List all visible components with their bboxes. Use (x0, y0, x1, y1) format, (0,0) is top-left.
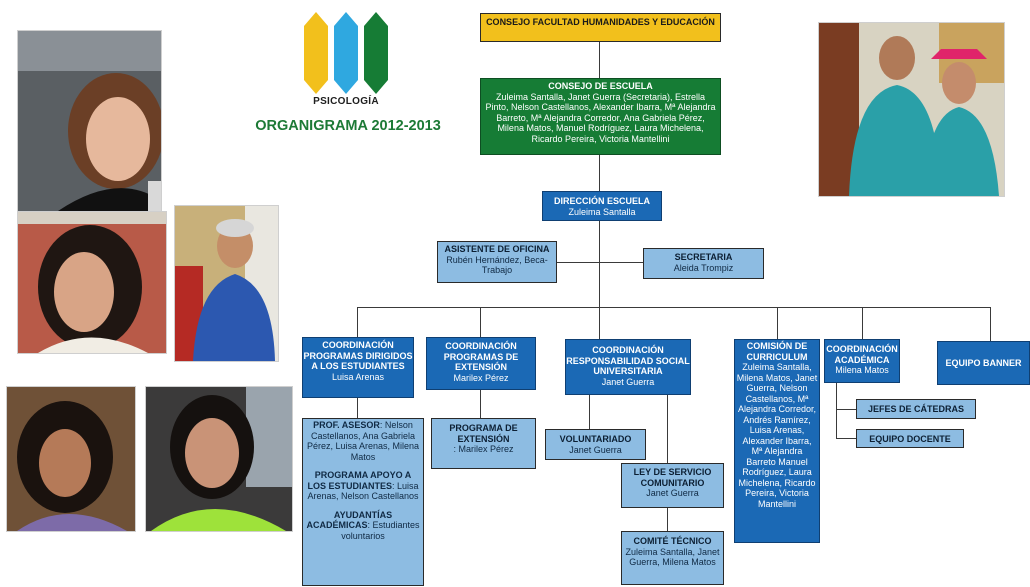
connector-line (990, 307, 991, 341)
node-title: COORDINACIÓN PROGRAMAS DE EXTENSIÓN (443, 341, 519, 372)
portrait-photo-6 (818, 22, 1005, 197)
connector-line (862, 307, 863, 339)
connector-line (599, 307, 600, 339)
connector-line (599, 221, 600, 307)
connector-line (357, 307, 991, 308)
portrait-photo-2 (17, 211, 167, 354)
connector-line (836, 438, 856, 439)
node-name: Aleida Trompiz (673, 262, 734, 273)
connector-line (480, 390, 481, 418)
node-direccion-escuela: DIRECCIÓN ESCUELA Zuleima Santalla (542, 191, 662, 221)
node-consejo-facultad: CONSEJO FACULTAD HUMANIDADES Y EDUCACIÓN (480, 13, 721, 42)
connector-line (777, 307, 778, 339)
portrait-image (18, 31, 161, 211)
item-title: AYUDANTÍAS ACADÉMICAS (306, 509, 393, 531)
connector-line (480, 307, 481, 337)
node-title: EQUIPO BANNER (945, 358, 1022, 368)
node-title: COORDINACIÓN PROGRAMAS DIRIGIDOS A LOS E… (303, 340, 413, 371)
node-equipo-docente: EQUIPO DOCENTE (856, 429, 964, 448)
portrait-image (819, 23, 1004, 196)
logo-text: PSICOLOGÍA (313, 96, 379, 107)
node-title: COMISIÓN DE CURRICULUM (746, 341, 808, 362)
chart-title: ORGANIGRAMA 2012-2013 (255, 118, 441, 134)
item-names: : Luisa Arenas, Nelson Castellanos (307, 480, 419, 502)
node-title: COORDINACIÓN RESPONSABILIDAD SOCIAL UNIV… (566, 345, 690, 376)
node-secretaria: SECRETARIA Aleida Trompiz (643, 248, 764, 279)
connector-line (599, 155, 600, 191)
node-coord-academica: COORDINACIÓN ACADÉMICA Milena Matos (824, 339, 900, 383)
node-servicio-comunitario: LEY DE SERVICIO COMUNITARIO Janet Guerra (621, 463, 724, 508)
node-title: EQUIPO DOCENTE (869, 434, 951, 444)
item-names: : Nelson Castellanos, Ana Gabriela Pérez… (306, 420, 420, 462)
connector-line (357, 398, 358, 418)
connector-line (667, 395, 668, 463)
connector-line (667, 508, 668, 531)
portrait-image (146, 387, 292, 531)
node-programa-extension: PROGRAMA DE EXTENSIÓN : Marilex Pérez (431, 418, 536, 469)
connector-line (589, 395, 590, 429)
connector-line (599, 42, 600, 78)
apoyo-item: PROGRAMA APOYO A LOS ESTUDIANTES: Luisa … (305, 470, 421, 502)
connector-line (836, 383, 837, 439)
node-name: Luisa Arenas (331, 371, 385, 382)
node-name: Janet Guerra (601, 376, 655, 387)
item-names: : Estudiantes voluntarios (341, 520, 420, 541)
node-title: DIRECCIÓN ESCUELA (553, 196, 650, 206)
node-voluntariado: VOLUNTARIADO Janet Guerra (545, 429, 646, 460)
node-name: : Marilex Pérez (453, 444, 514, 454)
node-title: JEFES DE CÁTEDRAS (867, 404, 965, 414)
item-title: PROF. ASESOR (313, 420, 380, 430)
node-title: SECRETARIA (674, 252, 733, 262)
node-equipo-banner: EQUIPO BANNER (937, 341, 1030, 385)
node-coord-programas: COORDINACIÓN PROGRAMAS DIRIGIDOS A LOS E… (302, 337, 414, 398)
node-members: Zuleima Santalla, Janet Guerra (Secretar… (485, 91, 716, 144)
portrait-image (18, 212, 166, 353)
node-title: PROGRAMA DE EXTENSIÓN (449, 423, 518, 444)
connector-line (836, 409, 856, 410)
node-consejo-escuela: CONSEJO DE ESCUELA Zuleima Santalla, Jan… (480, 78, 721, 155)
ayudantias-item: AYUDANTÍAS ACADÉMICAS: Estudiantes volun… (305, 510, 421, 542)
prof-asesor-item: PROF. ASESOR: Nelson Castellanos, Ana Ga… (305, 420, 421, 462)
node-coord-rsu: COORDINACIÓN RESPONSABILIDAD SOCIAL UNIV… (565, 339, 691, 395)
portrait-image (175, 206, 278, 361)
node-name: Rubén Hernández, Beca-Trabajo (446, 254, 548, 276)
node-title: COMITÉ TÉCNICO (633, 536, 712, 546)
node-name: Marilex Pérez (453, 372, 509, 383)
node-title: VOLUNTARIADO (559, 434, 632, 444)
psicologia-logo-icon (304, 12, 388, 94)
node-title: ASISTENTE DE OFICINA (444, 244, 550, 254)
node-asistente-oficina: ASISTENTE DE OFICINA Rubén Hernández, Be… (437, 241, 557, 283)
node-name: Janet Guerra (646, 488, 699, 498)
portrait-photo-5 (145, 386, 293, 532)
node-title: COORDINACIÓN ACADÉMICA (826, 344, 898, 365)
connector-line (557, 262, 643, 263)
node-members: Zuleima Santalla, Janet Guerra, Milena M… (625, 546, 720, 568)
node-name: Zuleima Santalla (568, 206, 636, 217)
node-name: Janet Guerra (569, 444, 622, 455)
item-title: PROGRAMA APOYO A LOS ESTUDIANTES (307, 470, 412, 491)
node-title: CONSEJO DE ESCUELA (548, 81, 653, 91)
node-comite-tecnico: COMITÉ TÉCNICO Zuleima Santalla, Janet G… (621, 531, 724, 585)
portrait-photo-1 (17, 30, 162, 212)
node-coord-extension: COORDINACIÓN PROGRAMAS DE EXTENSIÓN Mari… (426, 337, 536, 390)
node-members: Zuleima Santalla, Milena Matos, Janet Gu… (736, 362, 818, 509)
node-comision-curriculum: COMISIÓN DE CURRICULUM Zuleima Santalla,… (734, 339, 820, 543)
portrait-photo-3 (174, 205, 279, 362)
node-name: Milena Matos (835, 365, 889, 375)
node-programas-detalle: PROF. ASESOR: Nelson Castellanos, Ana Ga… (302, 418, 424, 586)
portrait-photo-4 (6, 386, 136, 532)
connector-line (357, 307, 358, 337)
node-jefes-catedras: JEFES DE CÁTEDRAS (856, 399, 976, 419)
portrait-image (7, 387, 135, 531)
node-title: CONSEJO FACULTAD HUMANIDADES Y EDUCACIÓN (486, 17, 715, 27)
node-title: LEY DE SERVICIO COMUNITARIO (633, 467, 712, 488)
